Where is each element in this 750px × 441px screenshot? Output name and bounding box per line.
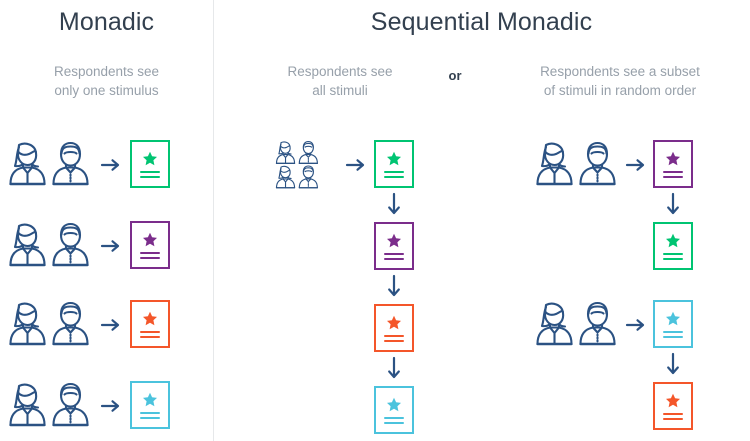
text-lines-icon	[663, 252, 683, 260]
text-lines-icon	[384, 416, 404, 424]
stimulus-card[interactable]	[374, 222, 414, 270]
star-icon	[143, 151, 157, 165]
text-lines-icon	[663, 330, 683, 338]
subtitle-subset-line2: of stimuli in random order	[543, 83, 697, 98]
text-lines-icon	[140, 411, 160, 419]
arrow-down-icon	[385, 356, 403, 382]
star-icon	[143, 392, 157, 406]
subtitle-monadic-line1: Respondents see	[53, 64, 160, 79]
stimulus-card[interactable]	[374, 140, 414, 188]
subtitle-all-stimuli-line2: all stimuli	[312, 83, 368, 98]
arrow-down-icon	[385, 274, 403, 300]
star-icon	[143, 311, 157, 325]
stimulus-card[interactable]	[653, 382, 693, 430]
arrow-down-icon	[664, 192, 682, 218]
subtitle-subset-stimuli: Respondents see a subset of stimuli in r…	[495, 62, 745, 100]
star-icon	[666, 151, 680, 165]
star-icon	[666, 393, 680, 407]
people-pair-icon	[8, 381, 94, 433]
people-pair-icon	[8, 221, 94, 273]
subtitle-all-stimuli-line1: Respondents see	[287, 64, 393, 79]
text-lines-icon	[384, 334, 404, 342]
people-pair-icon	[8, 140, 94, 192]
arrow-right-icon	[625, 154, 647, 176]
stimulus-card[interactable]	[653, 300, 693, 348]
subtitle-monadic-line2: only one stimulus	[54, 83, 159, 98]
page-title-monadic: Monadic	[58, 8, 155, 36]
text-lines-icon	[140, 170, 160, 178]
stimulus-card[interactable]	[130, 381, 170, 429]
column-divider	[213, 0, 214, 441]
people-pair-icon	[535, 300, 621, 352]
arrow-right-icon	[100, 395, 122, 417]
text-lines-icon	[663, 170, 683, 178]
stimulus-card[interactable]	[653, 140, 693, 188]
arrow-down-icon	[664, 352, 682, 378]
arrow-right-icon	[100, 154, 122, 176]
subtitle-monadic: Respondents see only one stimulus	[0, 62, 213, 100]
people-pair-icon	[8, 300, 94, 352]
stimulus-card[interactable]	[130, 300, 170, 348]
stimulus-card[interactable]	[653, 222, 693, 270]
arrow-right-icon	[625, 314, 647, 336]
star-icon	[387, 233, 401, 247]
people-pair-icon	[255, 140, 341, 244]
text-lines-icon	[384, 170, 404, 178]
star-icon	[387, 151, 401, 165]
stimulus-card[interactable]	[374, 304, 414, 352]
text-lines-icon	[663, 412, 683, 420]
arrow-right-icon	[100, 314, 122, 336]
arrow-down-icon	[385, 192, 403, 218]
arrow-right-icon	[345, 154, 367, 176]
text-lines-icon	[140, 251, 160, 259]
stimulus-card[interactable]	[130, 221, 170, 269]
page-title-sequential-monadic: Sequential Monadic	[370, 8, 593, 36]
star-icon	[666, 311, 680, 325]
subtitle-all-stimuli: Respondents see all stimuli	[245, 62, 435, 100]
stimulus-card[interactable]	[374, 386, 414, 434]
people-pair-icon	[535, 140, 621, 192]
star-icon	[666, 233, 680, 247]
star-icon	[387, 315, 401, 329]
star-icon	[387, 397, 401, 411]
arrow-right-icon	[100, 235, 122, 257]
or-separator-label: or	[448, 68, 462, 83]
text-lines-icon	[140, 330, 160, 338]
text-lines-icon	[384, 252, 404, 260]
star-icon	[143, 232, 157, 246]
stimulus-card[interactable]	[130, 140, 170, 188]
subtitle-subset-line1: Respondents see a subset	[540, 64, 700, 79]
